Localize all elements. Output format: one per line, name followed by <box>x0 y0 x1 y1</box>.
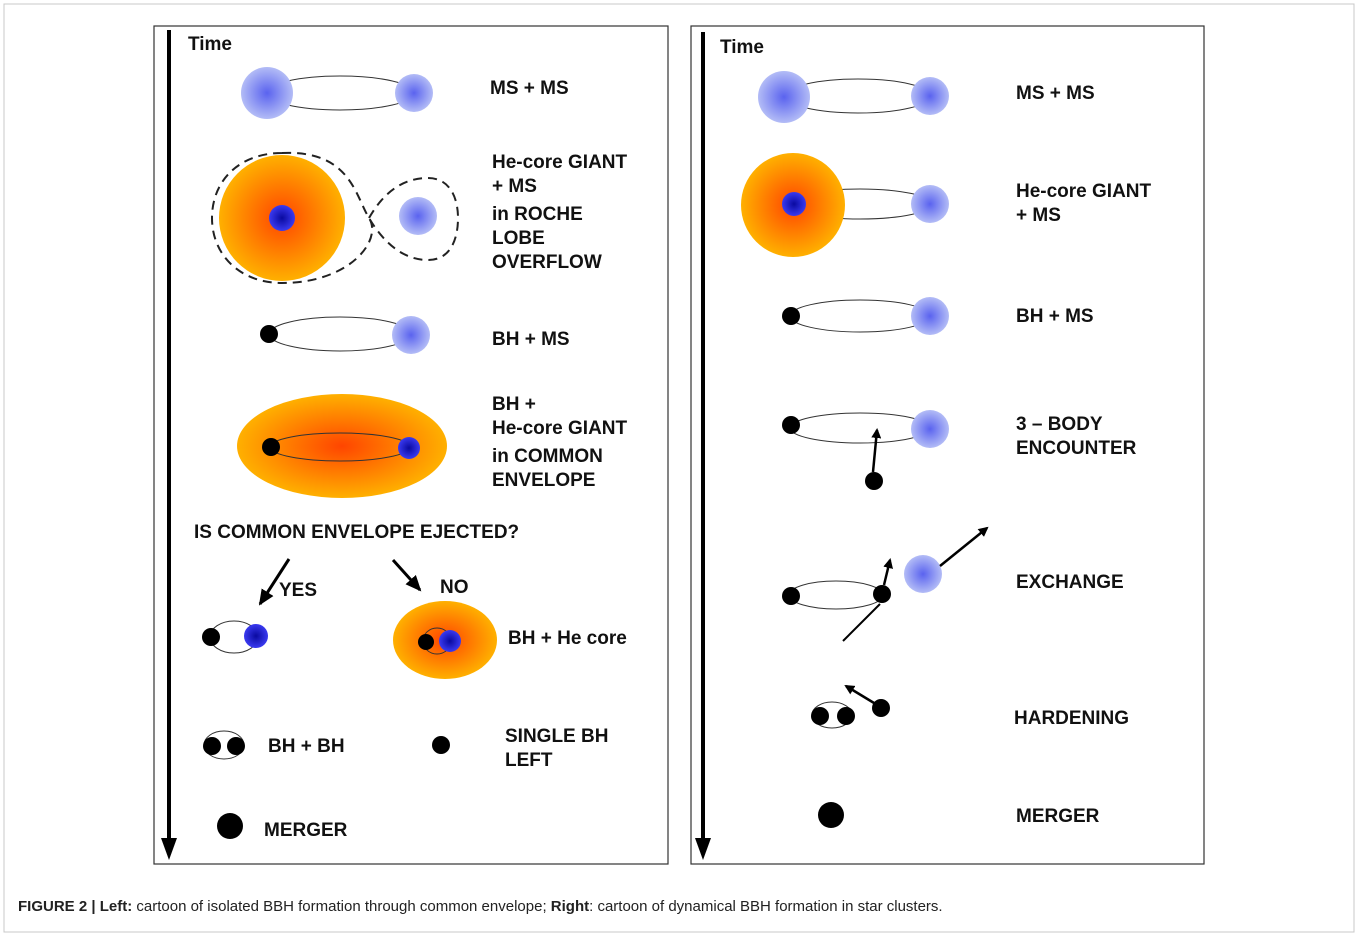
ms-star-secondary <box>911 77 949 115</box>
left-panel: Time MS + MS He-core GIANT + MS in ROCHE… <box>153 25 669 865</box>
label-ms-ms-right: MS + MS <box>1016 83 1095 104</box>
label-roche-overflow: He-core GIANT + MS in ROCHE LOBE OVERFLO… <box>492 152 632 273</box>
label-three-body: 3 – BODY ENCOUNTER <box>1016 414 1137 459</box>
black-hole <box>782 416 800 434</box>
label-no: NO <box>440 577 469 598</box>
stage-bh-bh: BH + BH <box>203 730 345 760</box>
question-common-envelope-ejected: IS COMMON ENVELOPE EJECTED? <box>194 522 519 543</box>
incoming-track <box>842 603 881 642</box>
stage-three-body-encounter: 3 – BODY ENCOUNTER <box>782 410 1137 490</box>
stage-envelope-ejected <box>202 620 268 654</box>
roche-lobe-primary <box>210 151 374 285</box>
ms-star-secondary <box>395 74 433 112</box>
stage-common-envelope: BH + He-core GIANT in COMMON ENVELOPE <box>237 394 632 498</box>
ms-star <box>392 316 430 354</box>
third-black-hole <box>872 699 890 717</box>
stage-hardening: HARDENING <box>811 684 1129 729</box>
time-label-right: Time <box>720 37 764 58</box>
ms-star <box>911 297 949 335</box>
intruder-black-hole <box>865 472 883 490</box>
label-hardening: HARDENING <box>1014 708 1129 729</box>
caption-right-text: : cartoon of dynamical BBH formation in … <box>589 898 943 915</box>
arrow-no <box>391 558 422 592</box>
black-hole-1 <box>811 707 829 725</box>
stage-ms-ms-left: MS + MS <box>241 67 569 119</box>
stage-exchange: EXCHANGE <box>782 526 1124 642</box>
black-hole-1 <box>203 737 221 755</box>
label-yes: YES <box>279 580 317 601</box>
time-arrowhead-right <box>695 838 711 860</box>
black-hole <box>202 628 220 646</box>
caption-figure-label: FIGURE 2 | <box>18 898 100 915</box>
caption-left-text: cartoon of isolated BBH formation throug… <box>132 898 551 915</box>
ms-star <box>911 410 949 448</box>
ms-star-primary <box>241 67 293 119</box>
stage-ms-ms-right: MS + MS <box>758 71 1095 123</box>
time-arrowhead-left <box>161 838 177 860</box>
stage-envelope-retained: BH + He core <box>393 601 627 679</box>
stage-merger-right: MERGER <box>818 802 1100 828</box>
stage-single-bh: SINGLE BH LEFT <box>432 726 614 771</box>
hardening-arrow <box>844 684 875 705</box>
merged-black-hole <box>217 813 243 839</box>
intruder-arrow <box>871 428 882 473</box>
label-bh-ms-right: BH + MS <box>1016 306 1094 327</box>
label-merger-left: MERGER <box>264 820 348 841</box>
time-label-left: Time <box>188 34 232 55</box>
label-common-envelope: BH + He-core GIANT in COMMON ENVELOPE <box>492 394 632 491</box>
label-bh-he-core: BH + He core <box>508 628 627 649</box>
label-ms-ms: MS + MS <box>490 78 569 99</box>
ms-companion <box>911 185 949 223</box>
black-hole <box>418 634 434 650</box>
label-bh-bh: BH + BH <box>268 736 345 757</box>
captured-black-hole <box>873 585 891 603</box>
label-giant-ms: He-core GIANT + MS <box>1016 181 1156 226</box>
caption-right-label: Right <box>550 898 590 915</box>
figure-caption: FIGURE 2 | Left: cartoon of isolated BBH… <box>18 898 1338 915</box>
stage-merger-left: MERGER <box>217 813 348 841</box>
recoil-arrow <box>882 558 893 586</box>
ejection-arrow <box>939 526 989 567</box>
figure-frame <box>3 3 1355 933</box>
black-hole <box>262 438 280 456</box>
label-merger-right: MERGER <box>1016 806 1100 827</box>
black-hole-2 <box>837 707 855 725</box>
black-hole <box>432 736 450 754</box>
he-core <box>244 624 268 648</box>
he-core <box>269 205 295 231</box>
black-hole <box>260 325 278 343</box>
label-bh-ms-left: BH + MS <box>492 329 570 350</box>
ms-companion <box>399 197 437 235</box>
black-hole-2 <box>227 737 245 755</box>
ms-star-primary <box>758 71 810 123</box>
label-exchange: EXCHANGE <box>1016 572 1124 593</box>
he-core <box>398 437 420 459</box>
caption-left-label: Left: <box>99 898 133 915</box>
stage-roche-lobe-overflow: He-core GIANT + MS in ROCHE LOBE OVERFLO… <box>210 151 632 285</box>
label-single-bh: SINGLE BH LEFT <box>505 726 614 771</box>
arrow-yes <box>258 558 291 606</box>
right-panel: Time MS + MS He-core GIANT + MS BH + MS <box>690 25 1205 865</box>
he-core <box>782 192 806 216</box>
ejected-ms-star <box>904 555 942 593</box>
merged-black-hole <box>818 802 844 828</box>
he-core <box>439 630 461 652</box>
stage-bh-ms-left: BH + MS <box>260 316 570 354</box>
roche-lobe-secondary <box>367 176 460 262</box>
black-hole <box>782 587 800 605</box>
common-envelope <box>237 394 447 498</box>
stage-giant-ms: He-core GIANT + MS <box>741 153 1156 257</box>
black-hole <box>782 307 800 325</box>
stage-bh-ms-right: BH + MS <box>782 297 1094 335</box>
